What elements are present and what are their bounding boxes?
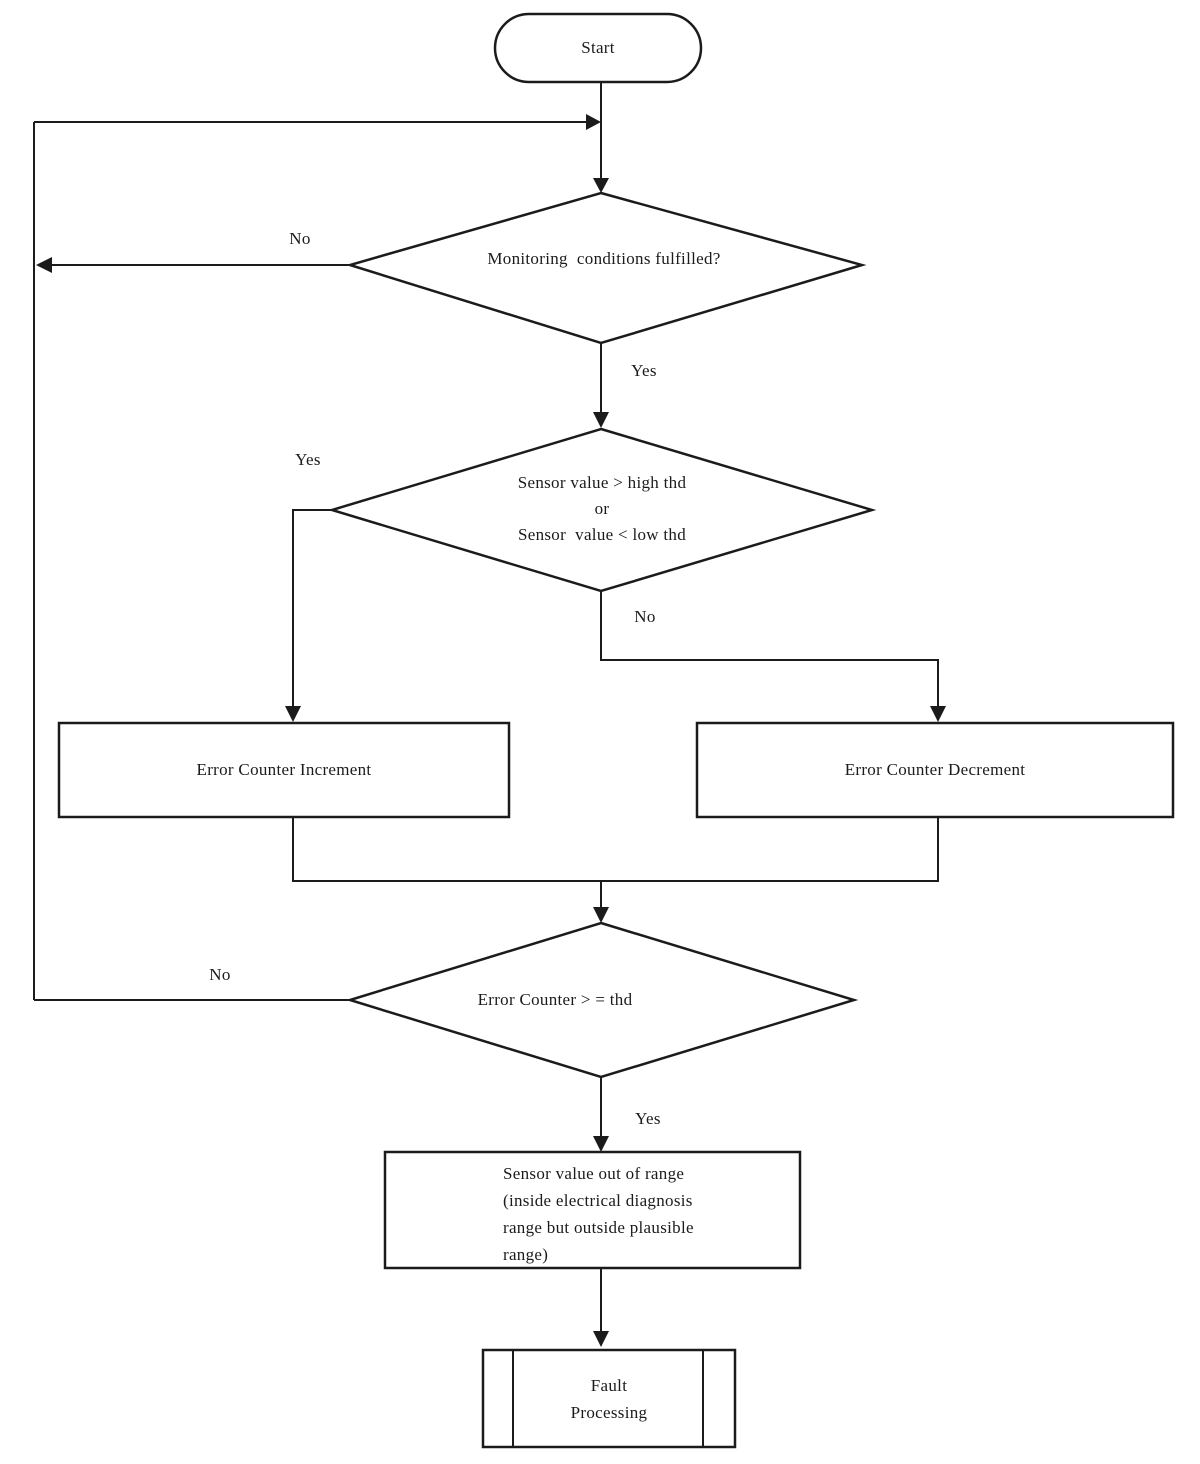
fault-processing-shape [481,1348,737,1449]
edge-threshold-no [600,591,939,706]
arrowhead-into-counter-decision [593,907,609,923]
edge-label-monitoring-yes: Yes [631,361,657,380]
start-label: Start [581,38,615,57]
sensor-threshold-decision-label: Sensor value > high thd or Sensor value … [517,473,687,544]
error-counter-decision-label: Error Counter > = thd [477,990,633,1009]
monitoring-decision-label: Monitoring conditions fulfilled? [487,249,721,268]
error-counter-increment-shape [57,721,511,819]
start-terminator-shape [493,12,703,84]
arrowhead-feedback-join [586,114,601,130]
arrowhead-into-decrement [930,706,946,722]
sensor-out-of-range-label: Sensor value out of range (inside electr… [503,1164,694,1264]
arrowhead-into-out-of-range [593,1136,609,1152]
error-counter-decrement-shape [695,721,1175,819]
edge-label-threshold-no: No [634,607,656,626]
error-counter-decrement-label: Error Counter Decrement [844,760,1026,779]
error-counter-increment-label: Error Counter Increment [196,760,372,779]
fault-processing-label: Fault Processing [570,1375,648,1422]
sensor-out-of-range-shape [383,1150,802,1270]
arrowhead-monitoring-no [36,257,52,273]
edge-threshold-yes [292,509,332,706]
arrowhead-into-threshold [593,412,609,428]
edge-label-counter-yes: Yes [635,1109,661,1128]
arrowhead-into-monitoring [593,178,609,193]
arrowhead-into-increment [285,706,301,722]
edge-label-counter-no: No [209,965,231,984]
edge-merge-below-boxes [292,817,939,882]
arrowhead-into-fault-processing [593,1331,609,1347]
edge-label-monitoring-no: No [289,229,311,248]
edge-label-threshold-yes: Yes [295,450,321,469]
